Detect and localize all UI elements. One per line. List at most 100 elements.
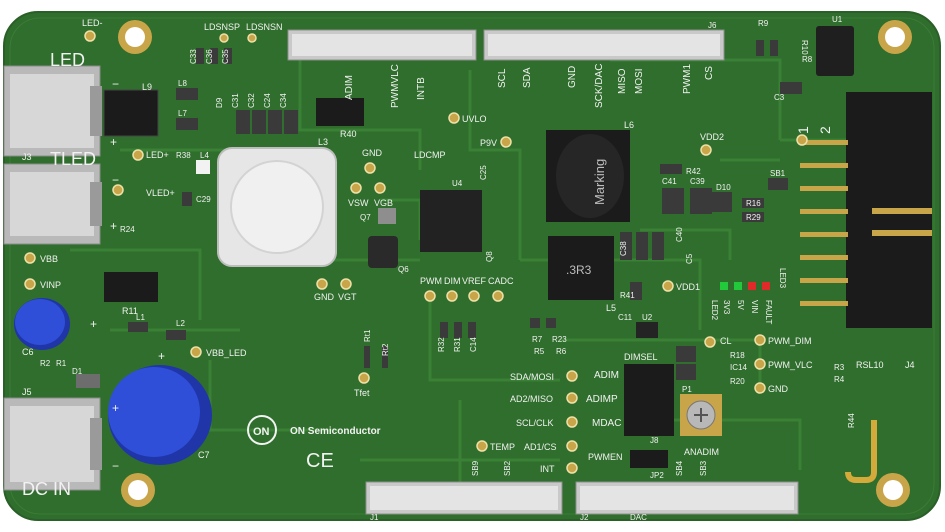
test-point[interactable]	[112, 184, 124, 196]
test-point[interactable]	[24, 278, 36, 290]
label-p1: P1	[682, 385, 692, 394]
test-point[interactable]	[754, 334, 766, 346]
jumper-block-dimsel[interactable]	[624, 364, 674, 468]
label-j1: J1	[370, 513, 379, 522]
status-leds	[720, 282, 770, 290]
test-point[interactable]	[316, 278, 328, 290]
tp-label-vbb-led: VBB_LED	[206, 348, 247, 358]
label-c32: C32	[247, 93, 256, 108]
tp-label-ldsnsp: LDSNSP	[204, 22, 240, 32]
test-point[interactable]	[662, 280, 674, 292]
tp-label-vdd1: VDD1	[676, 282, 700, 292]
test-point[interactable]	[796, 134, 808, 146]
led-label: LED3	[778, 268, 787, 289]
label-pin-2: 2	[817, 126, 833, 134]
tp-label-vsw: VSW	[348, 198, 369, 208]
label-u2: U2	[642, 313, 653, 322]
label-r41: R41	[620, 291, 635, 300]
label-r4: R4	[834, 375, 845, 384]
wire-jumper	[845, 420, 877, 483]
pin-label-pwm1: PWM1	[682, 64, 693, 94]
header-top-right[interactable]	[483, 29, 725, 61]
tp-label-gnd-bottom: GND	[314, 292, 335, 302]
tp-label-pwm-dim: PWM_DIM	[768, 336, 812, 346]
test-point[interactable]	[350, 182, 362, 194]
test-point[interactable]	[700, 144, 712, 156]
label-r24: R24	[120, 225, 135, 234]
connector-dc-in[interactable]	[3, 397, 102, 491]
label-anadim: ANADIM	[684, 447, 719, 457]
test-point[interactable]	[754, 382, 766, 394]
test-point[interactable]	[566, 392, 578, 404]
pin-label-scl: SCL	[497, 68, 508, 88]
connector-tled[interactable]	[3, 163, 102, 245]
label-c6: C6	[22, 347, 34, 357]
header-j4-pins	[800, 140, 932, 306]
test-point[interactable]	[754, 358, 766, 370]
test-point[interactable]	[468, 290, 480, 302]
test-point[interactable]	[566, 370, 578, 382]
test-point[interactable]	[358, 372, 370, 384]
label-ic14: IC14	[730, 363, 747, 372]
label-c40: C40	[675, 227, 684, 242]
pin-label-pwmvlc: PWMVLC	[390, 64, 401, 108]
test-point[interactable]	[448, 112, 460, 124]
resistor-r11	[104, 272, 158, 302]
test-point[interactable]	[247, 33, 257, 43]
test-point[interactable]	[566, 462, 578, 474]
svg-text:+: +	[158, 349, 165, 363]
test-point[interactable]	[500, 136, 512, 148]
connector-led[interactable]	[3, 65, 102, 157]
label-dac: DAC	[630, 513, 647, 522]
tp-label-cl: CL	[720, 336, 732, 346]
test-point[interactable]	[424, 290, 436, 302]
test-point[interactable]	[704, 336, 716, 348]
test-point[interactable]	[364, 162, 376, 174]
test-point[interactable]	[219, 33, 229, 43]
on-semiconductor-logo: ON	[247, 415, 277, 445]
test-point[interactable]	[340, 278, 352, 290]
test-point[interactable]	[84, 30, 96, 42]
tp-label-tfet: Tfet	[354, 388, 370, 398]
test-point[interactable]	[566, 416, 578, 428]
test-point[interactable]	[374, 182, 386, 194]
label-pwmen: PWMEN	[588, 452, 623, 462]
test-point[interactable]	[190, 346, 202, 358]
header-j1[interactable]	[365, 481, 563, 515]
label-sda-mosi: SDA/MOSI	[510, 372, 554, 382]
label-q8: Q8	[485, 251, 494, 262]
label-l3: L3	[318, 137, 328, 147]
pcb-board	[3, 11, 941, 521]
tp-label-p9v: P9V	[480, 138, 497, 148]
test-point[interactable]	[132, 149, 144, 161]
test-point[interactable]	[24, 252, 36, 264]
label-rsl10: RSL10	[856, 360, 884, 370]
header-j4[interactable]	[800, 92, 932, 328]
test-point[interactable]	[446, 290, 458, 302]
resistor-r40	[316, 98, 364, 126]
led-label: FAULT	[764, 300, 773, 324]
label-q7: Q7	[360, 213, 371, 222]
label-l9: L9	[142, 82, 152, 92]
potentiometer-p1[interactable]	[680, 394, 722, 436]
svg-text:+: +	[110, 219, 117, 233]
label-dimsel: DIMSEL	[624, 352, 658, 362]
pin-label-intb: INTB	[416, 77, 427, 100]
header-j2[interactable]	[575, 481, 799, 515]
label-c3: C3	[774, 93, 785, 102]
svg-text:+: +	[110, 135, 117, 149]
label-r20: R20	[730, 377, 745, 386]
test-point[interactable]	[476, 440, 488, 452]
tp-label-vled-plus: VLED+	[146, 188, 175, 198]
label-l7: L7	[178, 109, 187, 118]
test-point[interactable]	[566, 440, 578, 452]
svg-text:+: +	[112, 401, 119, 415]
test-point[interactable]	[492, 290, 504, 302]
led-label: 3V3	[722, 300, 731, 315]
tp-label-vbb: VBB	[40, 254, 58, 264]
header-top-left[interactable]	[287, 29, 477, 61]
tp-label-ldsnsn: LDSNSN	[246, 22, 283, 32]
label-scl-clk: SCL/CLK	[516, 418, 554, 428]
